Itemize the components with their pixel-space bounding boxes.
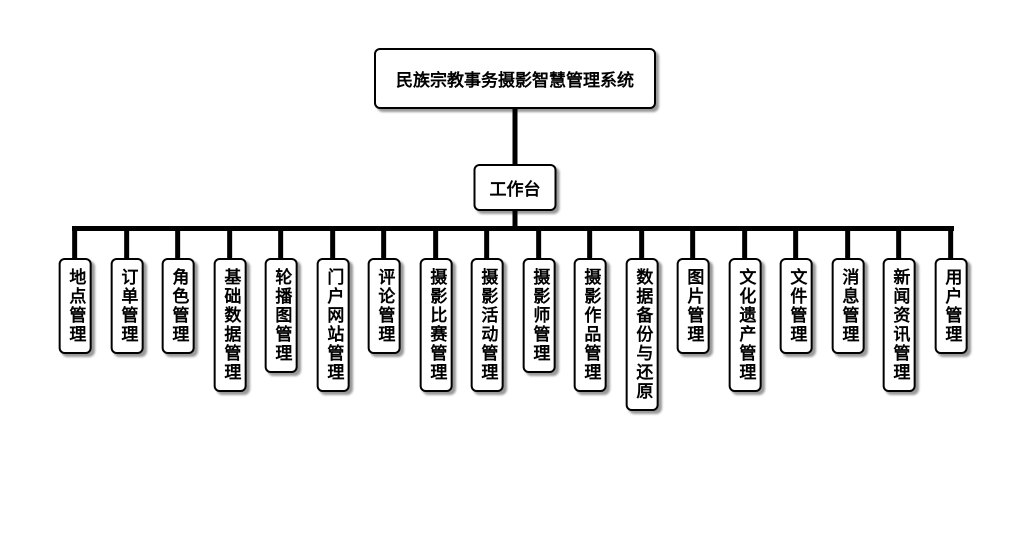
node-order-management: 订单管理 [110,230,144,354]
connector-horizontal-bus [72,226,954,231]
node-label: 基础数据管理 [220,268,241,382]
connector-stub [587,230,593,260]
node-photography-contest-management: 摄影比赛管理 [419,230,453,392]
connector-stub [639,230,645,260]
node-label: 文件管理 [786,268,807,344]
connector-workbench-to-bus [512,198,518,231]
connector-stub [175,230,181,260]
node-portal-website-management: 门户网站管理 [316,230,350,392]
node-label: 地点管理 [65,268,86,344]
connector-stub [278,230,284,260]
connector-stub [793,230,799,260]
connector-stub [72,230,78,260]
connector-root-to-workbench [512,100,518,170]
node-basic-data-management: 基础数据管理 [213,230,247,392]
node-label: 文化遗产管理 [735,268,756,382]
connector-stub [381,230,387,260]
connector-stub [124,230,130,260]
node-label: 新闻资讯管理 [889,268,910,382]
node-label: 轮播图管理 [271,268,292,363]
connector-stub [742,230,748,260]
node-image-management: 图片管理 [676,230,710,354]
workbench-node: 工作台 [473,164,557,211]
node-message-management: 消息管理 [831,230,865,354]
node-label: 消息管理 [838,268,859,344]
node-comment-management: 评论管理 [367,230,401,354]
connector-stub [845,230,851,260]
root-node-label: 民族宗教事务摄影智慧管理系统 [396,71,634,91]
workbench-node-label: 工作台 [489,180,541,200]
node-label: 图片管理 [683,268,704,344]
node-location-management: 地点管理 [58,230,92,354]
node-data-backup-restore: 数据备份与还原 [625,230,659,411]
connector-stub [948,230,954,260]
connector-stub [536,230,542,260]
connector-stub [433,230,439,260]
connector-stub [690,230,696,260]
node-label: 评论管理 [374,268,395,344]
node-label: 摄影活动管理 [477,268,498,382]
connector-stub [227,230,233,260]
node-photography-activity-management: 摄影活动管理 [470,230,504,392]
connector-stub [896,230,902,260]
node-label: 摄影比赛管理 [426,268,447,382]
node-news-management: 新闻资讯管理 [882,230,916,392]
node-label: 角色管理 [168,268,189,344]
node-label: 门户网站管理 [323,268,344,382]
node-label: 摄影作品管理 [580,268,601,382]
connector-stub [484,230,490,260]
node-role-management: 角色管理 [161,230,195,354]
node-label: 摄影师管理 [529,268,550,363]
node-label: 订单管理 [117,268,138,344]
node-carousel-management: 轮播图管理 [264,230,298,373]
node-photographer-management: 摄影师管理 [522,230,556,373]
root-node-system-title: 民族宗教事务摄影智慧管理系统 [374,48,656,109]
connector-stub [330,230,336,260]
node-label: 数据备份与还原 [632,268,653,401]
node-photography-works-management: 摄影作品管理 [573,230,607,392]
node-file-management: 文件管理 [779,230,813,354]
node-user-management: 用户管理 [934,230,968,354]
node-label: 用户管理 [941,268,962,344]
node-cultural-heritage-management: 文化遗产管理 [728,230,762,392]
